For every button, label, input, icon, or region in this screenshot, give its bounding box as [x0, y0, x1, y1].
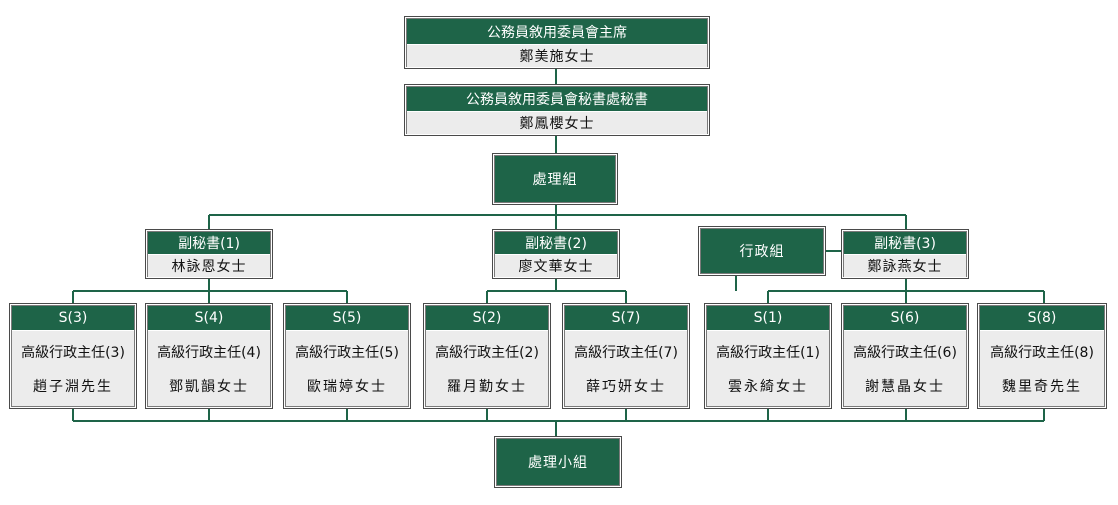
staff-name: 歐瑞婷女士	[307, 379, 387, 395]
staff-code: S(2)	[426, 306, 548, 331]
staff-box-s3: S(3) 高級行政主任(3) 趙子淵先生	[11, 305, 135, 407]
chair-title: 公務員敘用委員會主席	[407, 19, 707, 45]
staff-name: 謝慧晶女士	[865, 379, 945, 395]
staff-code: S(3)	[12, 306, 134, 331]
deputy-2-name: 廖文華女士	[495, 255, 617, 277]
staff-rank: 高級行政主任(5)	[295, 345, 399, 361]
deputy-3-box: 副秘書(3) 鄭詠燕女士	[843, 231, 967, 277]
deputy-2-title: 副秘書(2)	[495, 232, 617, 255]
staff-code: S(6)	[844, 306, 966, 331]
staff-rank: 高級行政主任(7)	[574, 345, 678, 361]
staff-rank: 高級行政主任(2)	[435, 345, 539, 361]
staff-code: S(5)	[286, 306, 408, 331]
staff-name: 雲永綺女士	[728, 379, 808, 395]
staff-code: S(4)	[148, 306, 270, 331]
staff-name: 魏里奇先生	[1002, 379, 1082, 395]
staff-box-s6: S(6) 高級行政主任(6) 謝慧晶女士	[843, 305, 967, 407]
staff-rank: 高級行政主任(6)	[853, 345, 957, 361]
staff-box-s4: S(4) 高級行政主任(4) 鄧凱韻女士	[147, 305, 271, 407]
staff-box-s7: S(7) 高級行政主任(7) 薛巧妍女士	[564, 305, 688, 407]
chair-box: 公務員敘用委員會主席 鄭美施女士	[406, 18, 708, 67]
secretary-box: 公務員敘用委員會秘書處秘書 鄭鳳櫻女士	[406, 86, 708, 134]
deputy-3-title: 副秘書(3)	[844, 232, 966, 255]
deputy-1-box: 副秘書(1) 林詠恩女士	[147, 231, 271, 277]
chair-name: 鄭美施女士	[407, 45, 707, 67]
deputy-1-name: 林詠恩女士	[148, 255, 270, 277]
secretary-name: 鄭鳳櫻女士	[407, 112, 707, 134]
secretary-title: 公務員敘用委員會秘書處秘書	[407, 87, 707, 112]
staff-rank: 高級行政主任(4)	[157, 345, 261, 361]
staff-rank: 高級行政主任(1)	[716, 345, 820, 361]
staff-box-s5: S(5) 高級行政主任(5) 歐瑞婷女士	[285, 305, 409, 407]
deputy-3-name: 鄭詠燕女士	[844, 255, 966, 277]
staff-box-s8: S(8) 高級行政主任(8) 魏里奇先生	[979, 305, 1105, 407]
staff-rank: 高級行政主任(3)	[21, 345, 125, 361]
staff-box-s2: S(2) 高級行政主任(2) 羅月勤女士	[425, 305, 549, 407]
deputy-1-title: 副秘書(1)	[148, 232, 270, 255]
staff-box-s1: S(1) 高級行政主任(1) 雲永綺女士	[706, 305, 830, 407]
staff-name: 趙子淵先生	[33, 379, 113, 395]
staff-code: S(1)	[707, 306, 829, 331]
staff-name: 薛巧妍女士	[586, 379, 666, 395]
processing-team-box: 處理組	[494, 155, 616, 203]
staff-code: S(7)	[565, 306, 687, 331]
admin-team-box: 行政組	[700, 228, 824, 274]
processing-subgroup-box: 處理小組	[496, 438, 620, 486]
staff-name: 羅月勤女士	[447, 379, 527, 395]
deputy-2-box: 副秘書(2) 廖文華女士	[494, 231, 618, 277]
staff-rank: 高級行政主任(8)	[990, 345, 1094, 361]
staff-name: 鄧凱韻女士	[169, 379, 249, 395]
staff-code: S(8)	[980, 306, 1104, 331]
